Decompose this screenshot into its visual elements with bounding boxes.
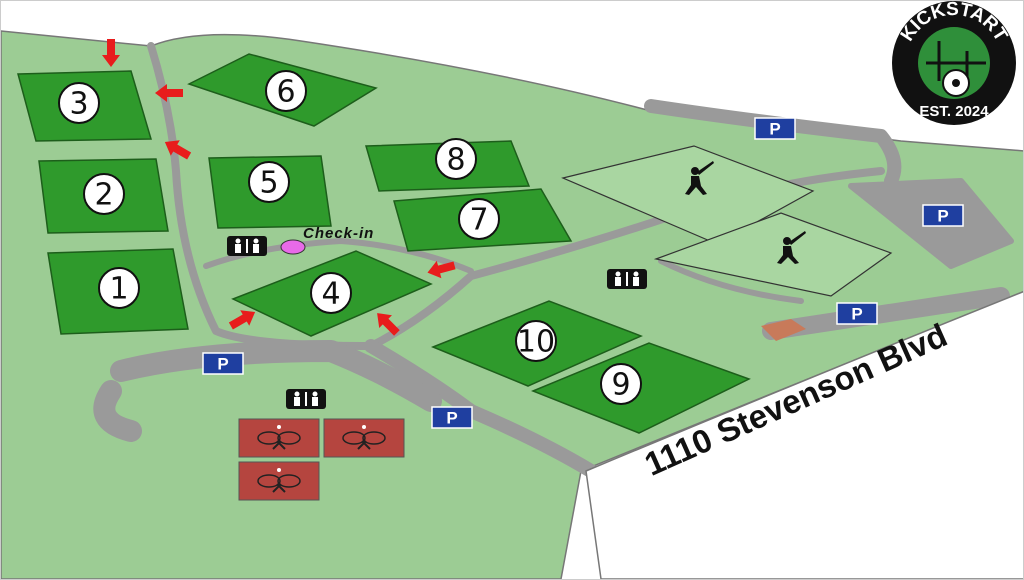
parking-label: P — [937, 207, 948, 226]
parking-label: P — [851, 305, 862, 324]
field-number-badge — [458, 198, 500, 240]
soccer-field-6[interactable]: 6 — [187, 53, 378, 127]
soccer-field-3[interactable]: 3 — [17, 70, 152, 142]
parking-label: P — [446, 409, 457, 428]
field-number: 1 — [109, 272, 128, 307]
field-number: 3 — [69, 87, 88, 122]
checkin-label: Check-in — [303, 225, 375, 242]
field-number-badge — [310, 272, 352, 314]
dirt-area — [761, 319, 806, 341]
parking-sign: P — [836, 302, 878, 325]
field-number: 10 — [517, 325, 555, 360]
soccer-field-4[interactable]: 4 — [231, 250, 433, 337]
field-number: 5 — [259, 166, 278, 201]
direction-arrow-icon — [102, 39, 120, 67]
direction-arrow-icon — [228, 310, 256, 330]
soccer-field-9[interactable]: 9 — [531, 342, 751, 434]
direction-arrow-icon — [164, 140, 192, 160]
soccer-field-5[interactable]: 5 — [208, 155, 332, 229]
parking-sign: P — [754, 117, 796, 140]
checkin-marker[interactable] — [280, 239, 306, 255]
field-number-badge — [98, 267, 140, 309]
tennis-racket-icon — [257, 468, 301, 493]
restroom-icon — [286, 389, 326, 409]
parking-label: P — [769, 120, 780, 139]
baseball-diamond — [653, 212, 893, 297]
soccer-field-1[interactable]: 1 — [47, 248, 189, 335]
tennis-racket-icon — [342, 425, 386, 450]
field-number: 4 — [321, 277, 340, 312]
tennis-racket-icon — [257, 425, 301, 450]
parking-sign: P — [202, 352, 244, 375]
batter-icon — [685, 161, 714, 195]
parking-sign: P — [431, 406, 473, 429]
tennis-court — [238, 461, 320, 501]
field-number-badge — [265, 70, 307, 112]
tennis-court — [323, 418, 405, 458]
soccer-field-7[interactable]: 7 — [393, 188, 573, 252]
baseball-diamond — [561, 145, 815, 245]
field-number: 7 — [469, 203, 488, 238]
field-number-badge — [600, 363, 642, 405]
tennis-court — [238, 418, 320, 458]
direction-arrow-icon — [427, 260, 456, 279]
parking-sign: P — [922, 204, 964, 227]
tennis-courts — [238, 418, 405, 501]
street — [585, 290, 1023, 579]
soccer-field-8[interactable]: 8 — [365, 138, 531, 192]
soccer-field-2[interactable]: 2 — [38, 158, 169, 234]
field-number: 2 — [94, 178, 113, 213]
field-number-badge — [58, 82, 100, 124]
restroom-icon — [227, 236, 267, 256]
field-number: 6 — [276, 75, 295, 110]
field-number: 9 — [611, 368, 630, 403]
field-number: 8 — [446, 143, 465, 178]
restroom-icon — [607, 269, 647, 289]
logo-est: EST. 2024 — [919, 103, 989, 120]
parking-label: P — [217, 355, 228, 374]
field-number-badge — [83, 173, 125, 215]
field-number-badge — [435, 138, 477, 180]
direction-arrow-icon — [155, 84, 183, 102]
field-number-badge — [248, 161, 290, 203]
batter-icon — [777, 231, 806, 264]
direction-arrow-icon — [377, 313, 400, 336]
soccer-field-10[interactable]: 10 — [430, 300, 643, 387]
kickstart-logo: KICKSTART EST. 2024 — [892, 1, 1016, 125]
field-number-badge — [515, 320, 557, 362]
